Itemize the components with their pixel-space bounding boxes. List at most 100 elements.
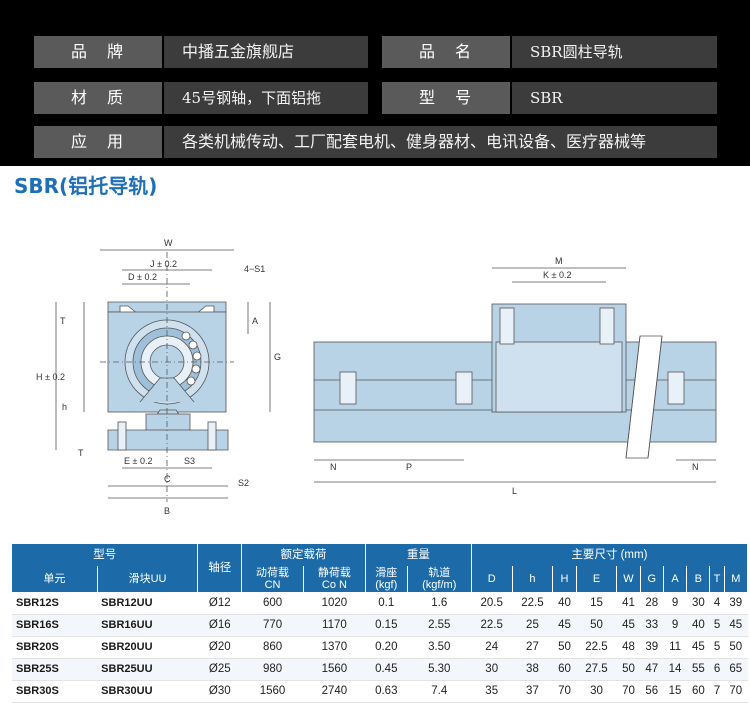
table-cell: 3.50	[407, 636, 472, 659]
th-block-weight: 滑座(kgf)	[365, 566, 408, 592]
dim-label-s2: S2	[238, 478, 249, 488]
table-cell: 9	[663, 592, 687, 615]
table-cell: 37	[512, 680, 553, 703]
th-load: 额定载荷	[241, 544, 366, 566]
brand-label: 品 牌	[34, 36, 162, 68]
table-cell: 980	[241, 658, 304, 681]
table-cell: 7	[709, 680, 725, 703]
th-dims: 主要尺寸 (mm)	[471, 544, 749, 566]
th-dim-a: A	[663, 566, 688, 592]
material-label: 材 质	[34, 82, 162, 114]
table-cell: 41	[616, 592, 641, 615]
dim-label-g: G	[274, 352, 281, 362]
table-cell: 60	[552, 658, 577, 681]
table-cell: 35	[471, 680, 513, 703]
table-cell: 15	[576, 592, 617, 615]
table-cell: 50	[616, 658, 641, 681]
table-cell: 2.55	[407, 614, 472, 637]
table-cell: 65	[724, 658, 748, 681]
th-dim-m: M	[724, 566, 749, 592]
table-cell: 5	[709, 614, 725, 637]
table-cell: 9	[663, 614, 687, 637]
table-cell: 1020	[303, 592, 366, 615]
dim-label-h-upper: H ± 0.2	[36, 372, 65, 382]
table-cell: 45	[616, 614, 641, 637]
table-cell: 22.5	[576, 636, 617, 659]
table-cell: 39	[724, 592, 748, 615]
section-title: SBR(铝托导轨)	[14, 174, 158, 198]
table-cell: 60	[686, 680, 710, 703]
th-dim-b: B	[686, 566, 711, 592]
table-cell: 70	[724, 680, 748, 703]
table-cell: 70	[616, 680, 641, 703]
table-cell: 600	[241, 592, 304, 615]
brand-value: 中播五金旗舰店	[164, 36, 368, 68]
table-cell: 28	[640, 592, 664, 615]
table-cell: 30	[471, 658, 513, 681]
table-cell: SBR25S	[12, 658, 98, 681]
th-rail-weight: 轨道(kgf/m)	[407, 566, 472, 592]
table-cell: 0.45	[365, 658, 408, 681]
table-cell: 5.30	[407, 658, 472, 681]
application-label: 应 用	[34, 126, 162, 158]
table-cell: 770	[241, 614, 304, 637]
application-value: 各类机械传动、工厂配套电机、健身器材、电讯设备、医疗器械等	[164, 126, 717, 158]
table-cell: 50	[576, 614, 617, 637]
table-cell: 11	[663, 636, 687, 659]
table-cell: 48	[616, 636, 641, 659]
table-cell: 22.5	[471, 614, 513, 637]
table-cell: SBR25UU	[97, 658, 198, 681]
dim-label-n-left: N	[330, 462, 337, 472]
table-cell: 50	[724, 636, 748, 659]
th-dim-h: H	[552, 566, 577, 592]
dim-label-p: P	[406, 462, 412, 472]
table-cell: 27	[512, 636, 553, 659]
dim-label-m: M	[555, 256, 563, 266]
dim-label-e: E ± 0.2	[124, 456, 152, 466]
table-cell: 27.5	[576, 658, 617, 681]
model-label: 型 号	[382, 82, 510, 114]
table-cell: Ø25	[197, 658, 242, 681]
table-cell: SBR30S	[12, 680, 98, 703]
table-cell: 56	[640, 680, 664, 703]
th-model: 型号	[12, 544, 199, 566]
dim-label-s3: S3	[184, 456, 195, 466]
th-unit: 单元	[12, 566, 98, 592]
dim-label-h: h	[62, 402, 67, 412]
table-cell: 860	[241, 636, 304, 659]
th-weight: 重量	[365, 544, 472, 566]
th-dim-d: D	[471, 566, 513, 592]
table-cell: SBR30UU	[97, 680, 198, 703]
table-cell: 0.15	[365, 614, 408, 637]
table-cell: 30	[686, 592, 710, 615]
table-cell: 6	[709, 658, 725, 681]
front-view	[55, 249, 271, 502]
table-cell: 24	[471, 636, 513, 659]
model-value: SBR	[512, 82, 717, 114]
dim-label-t-top: T	[60, 316, 66, 326]
dim-label-c: C	[164, 474, 171, 484]
th-block: 滑块UU	[97, 566, 199, 592]
table-cell: 0.20	[365, 636, 408, 659]
dim-label-b: B	[164, 506, 170, 516]
th-dim-g: G	[640, 566, 664, 592]
dim-label-d: D ± 0.2	[128, 272, 157, 282]
table-cell: 40	[552, 592, 577, 615]
table-cell: Ø12	[197, 592, 242, 615]
th-dim-t: T	[709, 566, 725, 592]
table-cell: Ø16	[197, 614, 242, 637]
table-cell: 22.5	[512, 592, 553, 615]
table-cell: 47	[640, 658, 664, 681]
table-cell: 1370	[303, 636, 366, 659]
table-cell: 39	[640, 636, 664, 659]
table-cell: 14	[663, 658, 687, 681]
th-dim-e: E	[576, 566, 618, 592]
side-view	[313, 267, 717, 483]
material-value: 45号钢轴，下面铝拖	[164, 82, 368, 114]
